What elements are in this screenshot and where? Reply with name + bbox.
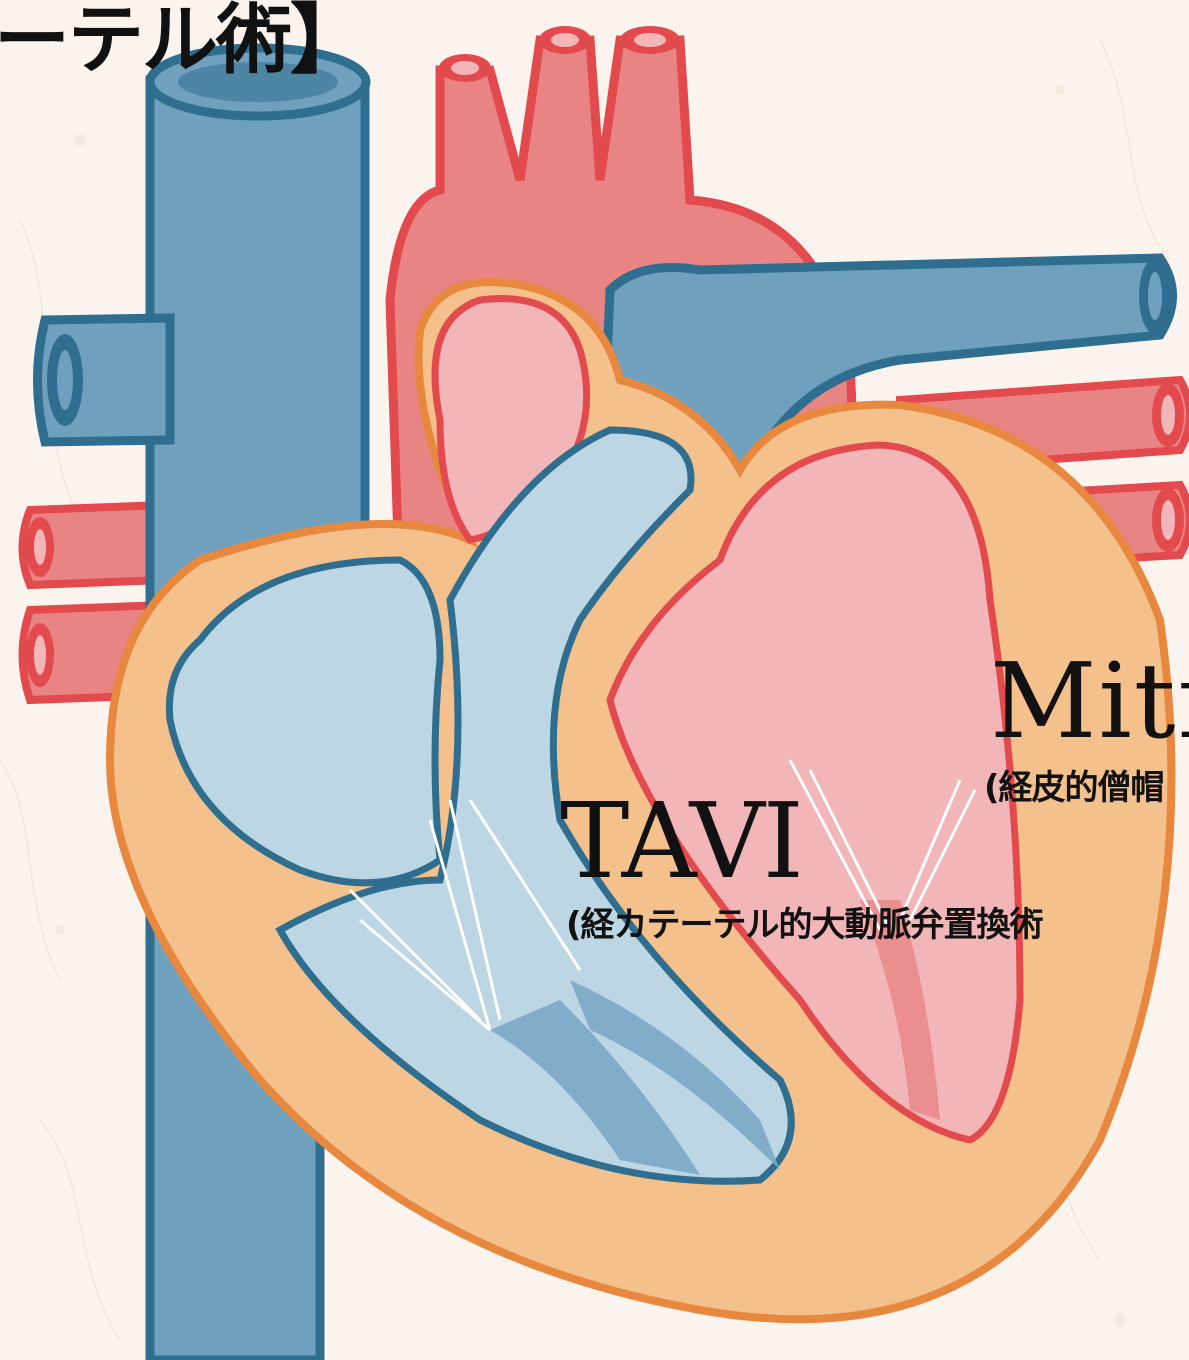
tavi-label: TAVI bbox=[560, 780, 802, 902]
tavi-description: (経カテーテル的大動脈弁置換術 bbox=[566, 897, 1043, 946]
mitral-description: (経皮的僧帽 bbox=[984, 760, 1164, 809]
page-title: ーテル術】 bbox=[0, 0, 364, 88]
mitral-label: Mitr bbox=[990, 640, 1189, 762]
